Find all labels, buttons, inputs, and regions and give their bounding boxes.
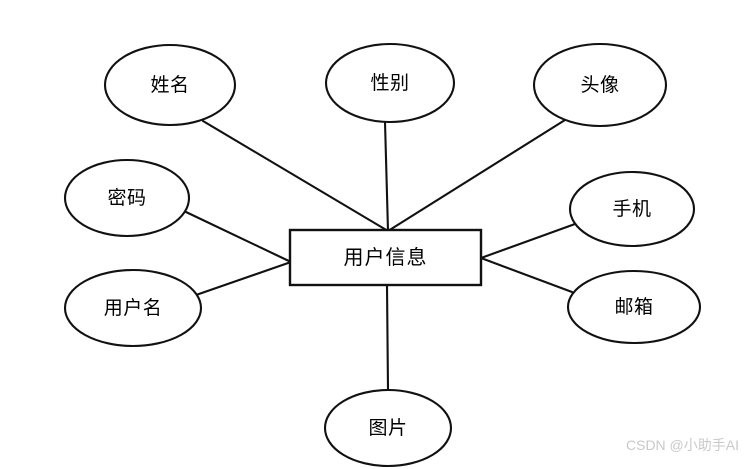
entity-node-group: 用户信息 [288, 228, 483, 287]
attribute-ellipse [103, 43, 237, 127]
entity-rectangle [288, 228, 483, 287]
attribute-ellipse [323, 388, 453, 468]
attribute-node-邮箱[interactable]: 邮箱 [566, 269, 702, 345]
attribute-node-手机[interactable]: 手机 [568, 170, 696, 248]
attribute-label: 头像 [580, 74, 619, 96]
attribute-label: 图片 [368, 417, 407, 439]
attribute-ellipse [63, 158, 191, 238]
attribute-node-密码[interactable]: 密码 [63, 158, 191, 238]
attribute-ellipse [566, 269, 702, 345]
attribute-node-姓名[interactable]: 姓名 [103, 43, 237, 127]
connector-lines-group [184, 118, 577, 392]
connector-line-手机 [479, 222, 577, 260]
attribute-label: 手机 [612, 198, 651, 220]
attribute-node-性别[interactable]: 性别 [324, 42, 456, 124]
connector-line-姓名 [201, 119, 390, 233]
attribute-label: 邮箱 [614, 296, 653, 318]
attribute-node-头像[interactable]: 头像 [532, 42, 668, 128]
attribute-label: 用户名 [104, 297, 163, 319]
attribute-ellipse [63, 268, 203, 348]
connector-line-用户名 [194, 260, 293, 297]
connector-line-性别 [383, 120, 390, 233]
connector-line-头像 [386, 118, 567, 233]
connector-line-邮箱 [479, 256, 574, 294]
entity-node-用户信息[interactable]: 用户信息 [288, 228, 483, 287]
connector-line-图片 [385, 284, 390, 392]
attribute-ellipse [532, 42, 668, 128]
watermark-label: CSDN @小助手AI [626, 437, 739, 453]
attribute-ellipse [324, 42, 456, 124]
entity-label: 用户信息 [344, 246, 428, 269]
attribute-node-图片[interactable]: 图片 [323, 388, 453, 468]
attribute-label: 密码 [107, 187, 146, 209]
connector-line-密码 [184, 210, 293, 264]
attribute-label: 姓名 [150, 74, 189, 96]
attribute-node-用户名[interactable]: 用户名 [63, 268, 203, 348]
attribute-ellipse [568, 170, 696, 248]
attribute-label: 性别 [370, 72, 409, 94]
